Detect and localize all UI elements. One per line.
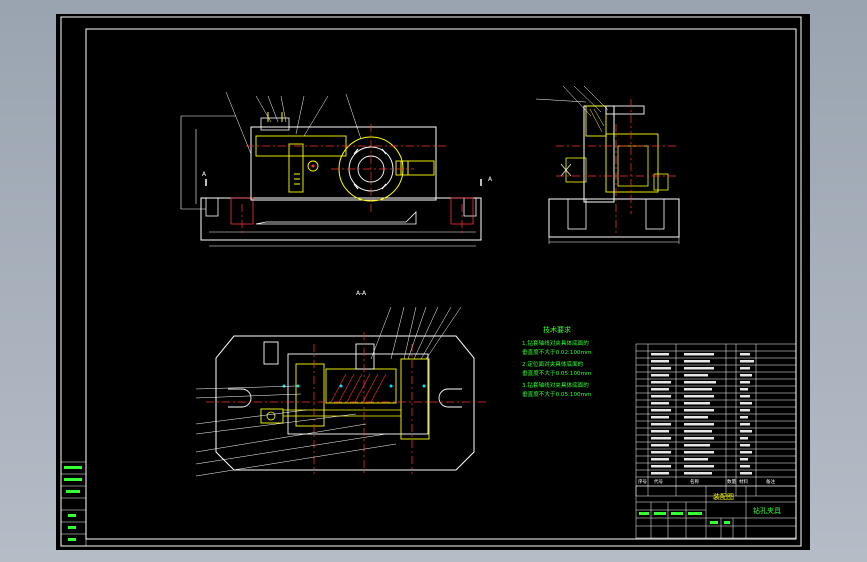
bom-header-cell: 名称	[690, 478, 699, 485]
side-view	[535, 85, 680, 244]
tech-req-line: 3.钻套轴线对夹具体底面的	[522, 381, 589, 389]
outer-frame	[60, 16, 802, 547]
bom-header-cell: 序号	[638, 478, 647, 485]
tech-req-line: 垂直度不大于0.05:100mm	[522, 369, 591, 377]
tech-req-line: 垂直度不大于0.02:100mm	[522, 348, 591, 356]
title-block	[635, 485, 797, 539]
section-view	[195, 306, 486, 477]
tech-req-line: 垂直度不大于0.05:100mm	[522, 390, 591, 398]
cad-drawing-canvas: A A A-A	[56, 14, 810, 550]
title-block-assembly-label: 装配图	[713, 492, 734, 501]
section-marker-right: A	[488, 176, 493, 183]
tech-req-line: 2.定位面对夹具体底面的	[522, 360, 584, 368]
front-view	[180, 91, 482, 247]
cad-drawing: A A A-A	[60, 16, 802, 547]
inner-frame	[85, 28, 797, 540]
tech-requirements-heading: 技术要求	[543, 325, 571, 334]
bom-header-cell: 代号	[654, 478, 663, 485]
section-marker-left: A	[202, 171, 207, 178]
tech-req-line: 1.钻套轴线对夹具体底面的	[522, 339, 589, 347]
bom-header-cell: 数量	[727, 478, 736, 485]
left-stamp-marks	[64, 466, 82, 541]
title-block-marks	[639, 512, 730, 524]
bom-header-cell: 材料	[739, 478, 748, 485]
bom-cell-marks	[651, 353, 754, 475]
section-title: A-A	[356, 290, 367, 297]
bom-header-cell: 备注	[766, 478, 775, 485]
title-block-drawing-name: 钻孔夹具	[753, 506, 781, 515]
left-side-stamp	[60, 461, 87, 547]
